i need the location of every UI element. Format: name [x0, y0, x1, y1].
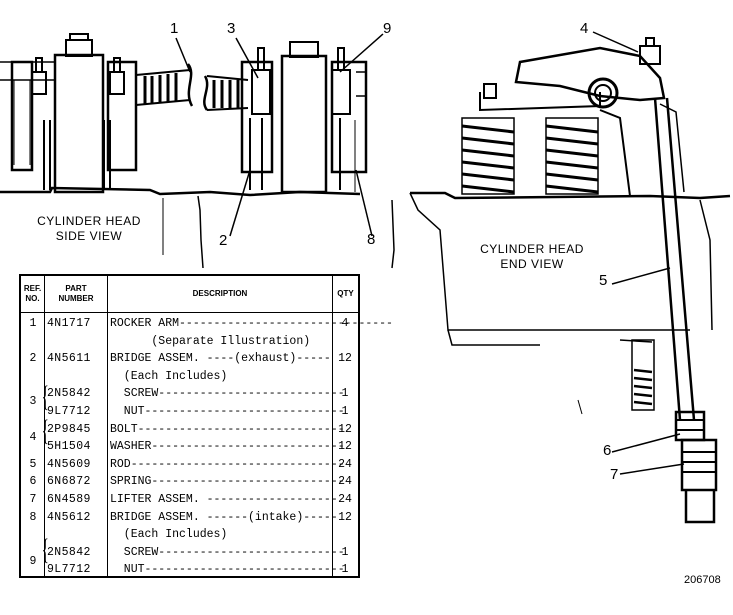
table-row: 1 4N1717 ROCKER ARM-----------------------… — [21, 316, 393, 333]
part-number-cell: 9L7712 — [47, 405, 91, 418]
part-number-cell: 2P9845 — [47, 422, 91, 436]
end-view-label: CYLINDER HEAD END VIEW — [480, 242, 584, 271]
table-row: 6 6N6872 SPRING---------------------------… — [21, 474, 358, 491]
description-cell: SCREW--------------------------- — [110, 545, 345, 559]
part-number-cell: 6N4589 — [47, 493, 91, 506]
table-row: 9L7712 NUT-----------------------------1 — [21, 404, 358, 421]
part-number-cell: 2N5842 — [47, 387, 91, 401]
ref-cell: 3 — [29, 395, 37, 409]
side-view-drawing — [0, 33, 395, 269]
column-divider — [332, 312, 333, 576]
table-row: 2 4N5611 BRIDGE ASSEM. ----(exhaust)----- 1… — [21, 351, 358, 368]
ref-cell: 4 — [29, 430, 37, 444]
callout-6: 6 — [603, 442, 612, 459]
header-description: DESCRIPTION — [108, 276, 333, 312]
leader-lines — [175, 31, 685, 475]
part-number-cell: 4N5609 — [47, 457, 91, 471]
qty-cell: 1 — [341, 545, 349, 559]
table-row: 5 4N5609 ROD------------------------------… — [21, 457, 358, 474]
part-number-cell: 9L7712 — [47, 563, 91, 577]
table-row: 8 4N5612 BRIDGE ASSEM. ------(intake)-----… — [21, 510, 358, 527]
part-number-cell: 4N5612 — [47, 510, 91, 524]
part-number-cell: 6N6872 — [47, 475, 91, 489]
column-divider — [107, 312, 108, 576]
callout-9: 9 — [383, 20, 392, 37]
part-number-cell: 2N5842 — [47, 545, 91, 559]
description-cell: WASHER---------------------------- — [110, 440, 345, 454]
callout-1: 1 — [170, 20, 179, 37]
table-row: 3 2N5842 SCREW---------------------------… — [21, 386, 358, 408]
qty-cell: 24 — [338, 457, 352, 471]
callout-4: 4 — [580, 20, 589, 37]
callout-7: 7 — [610, 466, 619, 483]
ref-cell: 1 — [29, 317, 37, 330]
table-row: 2N5842 SCREW---------------------------1 — [21, 545, 358, 562]
qty-cell: 24 — [338, 475, 352, 489]
table-row: 4 2P9845 BOLT-----------------------------… — [21, 422, 358, 444]
qty-cell: 12 — [338, 422, 352, 436]
header-qty: QTY — [337, 289, 354, 298]
ref-cell: 5 — [29, 457, 37, 471]
end-view-drawing — [409, 37, 731, 524]
header-ref-no: REF. NO. — [21, 276, 45, 312]
ref-cell: 2 — [29, 352, 37, 366]
brace-ref-9: { — [41, 533, 49, 566]
figure-number: 206708 — [684, 574, 721, 586]
table-row: (Each Includes) — [21, 369, 358, 386]
brace-ref-3: { — [41, 380, 49, 413]
description-cell: ROCKER ARM------------------------------… — [110, 317, 393, 330]
description-cell: (Each Includes) — [110, 369, 228, 383]
qty-cell: 12 — [338, 510, 352, 524]
description-cell: NUT----------------------------- — [110, 563, 345, 577]
table-row: 9 9L7712 NUT-----------------------------… — [21, 555, 358, 579]
part-number-cell: 4N1717 — [47, 317, 91, 330]
description-cell: NUT----------------------------- — [110, 405, 345, 418]
callout-2: 2 — [219, 232, 228, 249]
brace-ref-4: { — [41, 414, 49, 447]
table-row: (Each Includes) — [21, 527, 358, 544]
ref-cell: 6 — [29, 475, 37, 489]
description-cell: ROD------------------------------- — [110, 457, 345, 471]
ref-cell: 7 — [29, 493, 37, 506]
qty-cell: 1 — [341, 387, 349, 401]
table-row: (Separate Illustration) — [21, 334, 358, 351]
description-cell: (Separate Illustration) — [110, 334, 311, 348]
description-cell: LIFTER ASSEM. ------------------- — [110, 493, 338, 506]
header-part-number: PART NUMBER — [45, 276, 108, 312]
ref-cell: 9 — [29, 555, 37, 569]
column-divider — [44, 312, 45, 576]
description-cell: BOLT------------------------------ — [110, 422, 345, 436]
side-view-label: CYLINDER HEAD SIDE VIEW — [37, 214, 141, 243]
part-number-cell: 4N5611 — [47, 352, 91, 366]
header-divider — [21, 312, 358, 313]
qty-cell: 24 — [338, 493, 352, 506]
qty-cell: 1 — [341, 405, 349, 418]
table-row: 5H1504 WASHER----------------------------… — [21, 439, 358, 456]
callout-8: 8 — [367, 231, 376, 248]
description-cell: (Each Includes) — [110, 528, 228, 542]
description-cell: BRIDGE ASSEM. ------(intake)----- — [110, 510, 338, 524]
qty-cell: 12 — [338, 352, 352, 366]
qty-cell: 1 — [341, 563, 349, 577]
qty-cell: 4 — [341, 317, 349, 330]
ref-cell: 8 — [29, 510, 37, 524]
callout-3: 3 — [227, 20, 236, 37]
description-cell: SPRING---------------------------- — [110, 475, 345, 489]
qty-cell: 12 — [338, 440, 352, 454]
part-number-cell: 5H1504 — [47, 440, 91, 454]
description-cell: BRIDGE ASSEM. ----(exhaust)----- — [110, 352, 331, 366]
callout-5: 5 — [599, 272, 608, 289]
table-row: 7 6N4589 LIFTER ASSEM. -------------------… — [21, 492, 358, 509]
description-cell: SCREW--------------------------- — [110, 387, 345, 401]
